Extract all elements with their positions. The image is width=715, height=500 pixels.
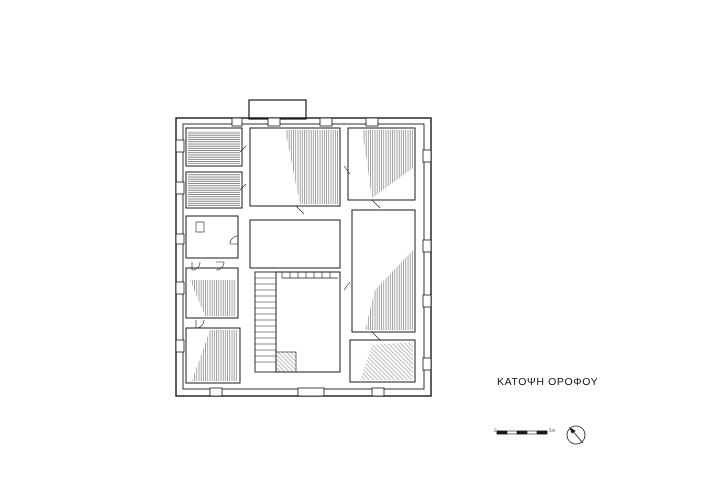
room-central-hall xyxy=(249,219,341,269)
staircase xyxy=(254,271,338,373)
tone-hatching xyxy=(188,130,413,381)
door-swings xyxy=(191,145,381,341)
top-balcony xyxy=(248,99,307,120)
compass-north-icon xyxy=(566,425,586,445)
window-openings xyxy=(175,117,432,397)
scale-start-label: 0 xyxy=(494,428,497,433)
scale-bar xyxy=(496,430,548,435)
room-west-wc xyxy=(185,215,239,259)
scale-end-label: 5m xyxy=(549,428,556,433)
wc-fixture xyxy=(195,221,205,233)
drawing-title: ΚΑΤΟΨΗ ΟΡΟΦΟΥ xyxy=(497,376,599,388)
